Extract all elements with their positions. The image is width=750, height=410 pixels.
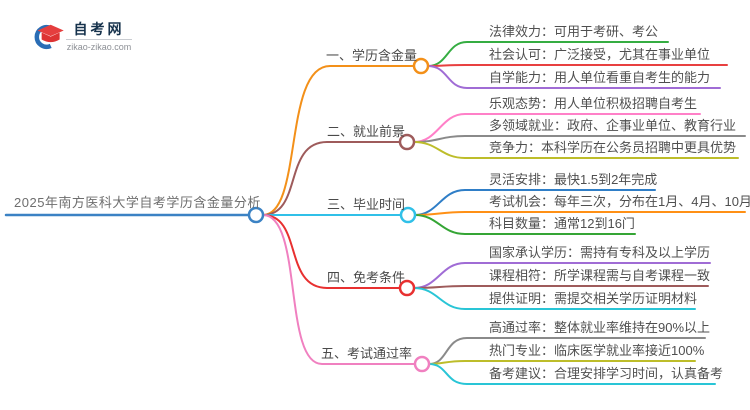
- logo-divider: [66, 39, 132, 40]
- branch-node-1[interactable]: 一、学历含金量: [326, 48, 418, 63]
- branch-node-4[interactable]: 四、免考条件: [327, 270, 406, 285]
- site-logo[interactable]: 自考网 zikao-zikao.com: [26, 16, 156, 60]
- leaf-node[interactable]: 社会认可：广泛接受，尤其在事业单位: [489, 47, 711, 62]
- leaf-node[interactable]: 考试机会：每年三次，分布在1月、4月、10月: [489, 194, 750, 209]
- leaf-node[interactable]: 科目数量：通常12到16门: [489, 216, 635, 231]
- leaf-node[interactable]: 热门专业：临床医学就业率接近100%: [489, 343, 705, 358]
- leaf-node[interactable]: 多领域就业：政府、企事业单位、教育行业: [489, 118, 737, 133]
- leaf-node[interactable]: 高通过率：整体就业率维持在90%以上: [489, 320, 711, 335]
- graduation-cap-icon: [34, 24, 64, 50]
- leaf-node[interactable]: 自学能力：用人单位看重自考生的能力: [489, 70, 711, 85]
- root-node-toggle[interactable]: [247, 206, 265, 224]
- leaf-node[interactable]: 竞争力：本科学历在公务员招聘中更具优势: [489, 140, 737, 155]
- branch-4-toggle[interactable]: [398, 279, 416, 297]
- branch-node-3[interactable]: 三、毕业时间: [327, 197, 406, 212]
- branch-node-5[interactable]: 五、考试通过率: [321, 346, 413, 361]
- site-name: 自考网: [73, 21, 125, 37]
- branch-3-toggle[interactable]: [399, 206, 417, 224]
- leaf-node[interactable]: 乐观态势：用人单位积极招聘自考生: [489, 96, 698, 111]
- branch-1-toggle[interactable]: [412, 57, 430, 75]
- branch-node-2[interactable]: 二、就业前景: [327, 124, 406, 139]
- leaf-node[interactable]: 国家承认学历：需持有专科及以上学历: [489, 245, 711, 260]
- leaf-node[interactable]: 灵活安排：最快1.5到2年完成: [489, 172, 658, 187]
- branch-2-toggle[interactable]: [398, 133, 416, 151]
- branch-5-toggle[interactable]: [413, 355, 431, 373]
- leaf-node[interactable]: 法律效力：可用于考研、考公: [489, 24, 659, 39]
- root-node[interactable]: 2025年南方医科大学自考学历含金量分析: [14, 195, 261, 210]
- site-domain: zikao-zikao.com: [66, 42, 132, 52]
- leaf-node[interactable]: 备考建议：合理安排学习时间，认真备考: [489, 366, 724, 381]
- leaf-node[interactable]: 课程相符：所学课程需与自考课程一致: [489, 268, 711, 283]
- leaf-node[interactable]: 提供证明：需提交相关学历证明材料: [489, 291, 698, 306]
